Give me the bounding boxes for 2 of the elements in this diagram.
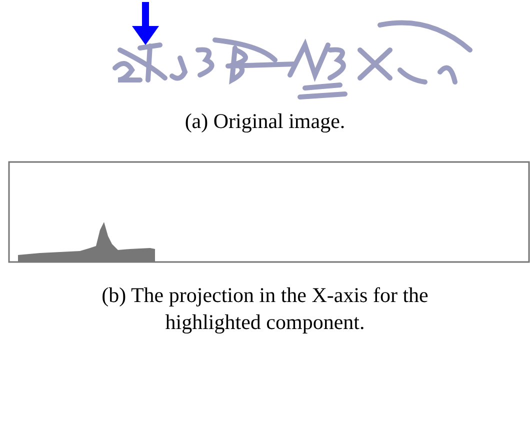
caption: (a) Original image. <box>184 108 346 135</box>
caption: (b) The projection in the X-axis for the highlighted component. <box>100 282 430 336</box>
